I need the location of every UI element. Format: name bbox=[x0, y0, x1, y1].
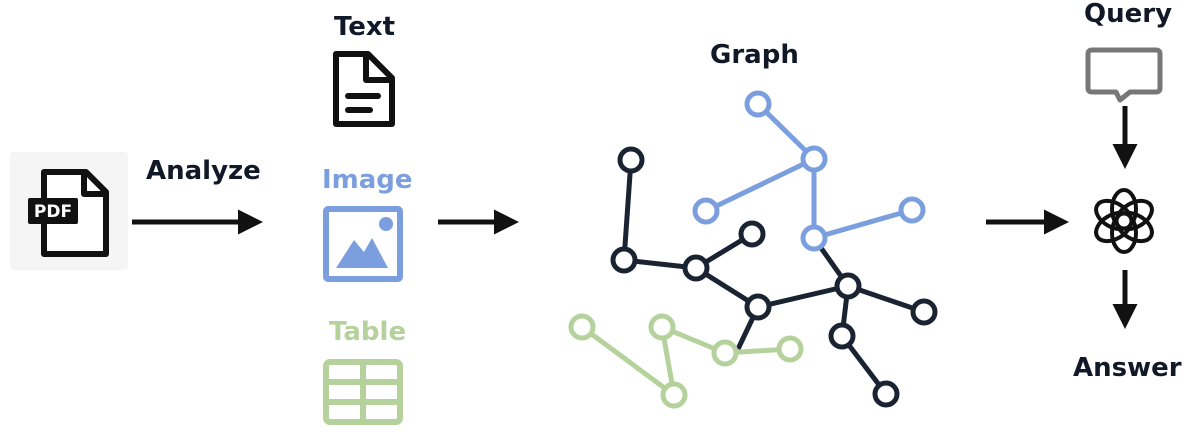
graph-edges-green bbox=[580, 324, 791, 398]
graph-node bbox=[800, 145, 828, 173]
text-document-icon bbox=[333, 51, 395, 127]
image-label: Image bbox=[322, 165, 413, 195]
graph-node bbox=[872, 380, 900, 408]
table-label: Table bbox=[329, 317, 407, 347]
graph-node bbox=[610, 246, 638, 274]
graph-node bbox=[648, 313, 676, 341]
query-label: Query bbox=[1084, 0, 1173, 29]
graph-label: Graph bbox=[710, 40, 799, 70]
graph-node bbox=[660, 381, 688, 409]
graph-node bbox=[744, 90, 772, 118]
analyze-label: Analyze bbox=[146, 156, 261, 186]
graph-node bbox=[834, 272, 862, 300]
pdf-file-icon: PDF bbox=[28, 169, 109, 257]
chat-bubble-icon bbox=[1085, 47, 1163, 103]
graph-node bbox=[828, 322, 856, 350]
graph-node bbox=[711, 339, 739, 367]
graph-nodes-green bbox=[568, 313, 804, 409]
graph-node bbox=[776, 335, 804, 363]
answer-label: Answer bbox=[1073, 353, 1182, 383]
graph-node bbox=[910, 298, 938, 326]
graph-node bbox=[898, 196, 926, 224]
graph-node bbox=[568, 313, 596, 341]
graph-node bbox=[738, 220, 766, 248]
image-icon bbox=[323, 206, 403, 282]
graph-nodes-dark bbox=[610, 146, 938, 408]
graph-node bbox=[617, 146, 645, 174]
pdf-badge-text: PDF bbox=[34, 202, 72, 222]
graph-node bbox=[800, 224, 828, 252]
openai-logo-icon bbox=[1094, 188, 1154, 254]
graph-node bbox=[692, 197, 720, 225]
table-icon bbox=[323, 359, 403, 425]
text-label: Text bbox=[334, 12, 396, 42]
graph-nodes-blue bbox=[692, 90, 926, 252]
graph-node bbox=[682, 254, 710, 282]
graph-node bbox=[744, 293, 772, 321]
